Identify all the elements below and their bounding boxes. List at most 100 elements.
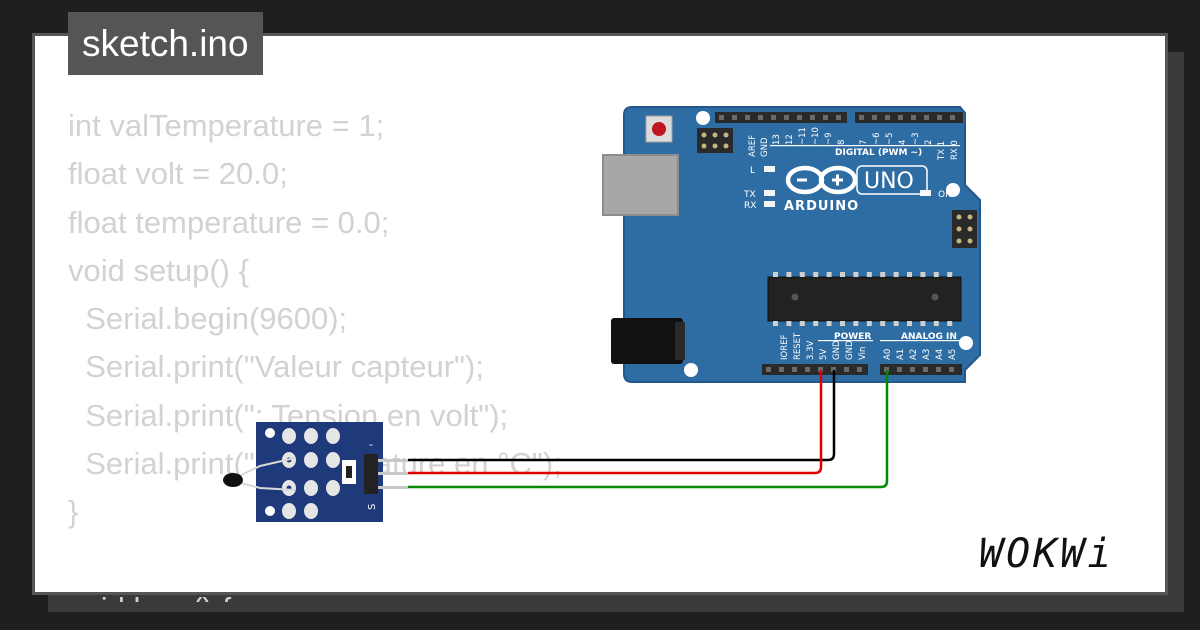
- chip-leg: [866, 272, 872, 277]
- sensor-pin: [378, 472, 408, 475]
- chip-leg: [920, 272, 926, 277]
- arduino-uno-board[interactable]: AREF GND 13 12 ~11 ~10 ~9 8 7 ~6 ~5 4 ~3…: [602, 106, 981, 383]
- sensor-pin: [378, 459, 408, 462]
- chip-leg: [933, 321, 939, 326]
- mounting-hole: [696, 111, 710, 125]
- digital-header-right[interactable]: [855, 112, 963, 123]
- digital-header-pins: [719, 115, 955, 120]
- bottom-header-pins: [766, 367, 954, 372]
- header-pin-hole: [936, 367, 941, 372]
- chip-leg: [786, 272, 792, 277]
- chip-leg: [933, 272, 939, 277]
- sensor-solder-pads: [282, 428, 340, 519]
- digital-section-label: DIGITAL (PWM ~): [835, 148, 922, 158]
- header-pin-hole: [719, 115, 724, 120]
- led-label-rx: RX: [744, 201, 756, 211]
- chip-leg: [799, 272, 805, 277]
- code-line: }: [68, 494, 79, 530]
- header-pin-hole: [885, 115, 890, 120]
- chip-leg: [786, 321, 792, 326]
- pin-label-a0: A0: [883, 349, 893, 360]
- power-pin-labels: IOREF RESET 3.3V 5V GND GND Vin A0 A1 A2…: [780, 332, 958, 360]
- digital-header-left[interactable]: [715, 112, 847, 123]
- model-badge: [856, 165, 928, 195]
- chip-leg: [907, 321, 912, 326]
- pin-label-10: ~10: [811, 127, 821, 145]
- analog-label-line: [880, 340, 962, 342]
- wire-ground[interactable]: [408, 370, 836, 462]
- code-line: float volt = 20.0;: [68, 156, 288, 192]
- model-label: UNO: [864, 169, 914, 194]
- wokwi-logo: WOKWi: [979, 531, 1111, 577]
- wire-power[interactable]: [408, 370, 823, 475]
- thermistor-lead: [232, 480, 296, 491]
- code-line: void setup() {: [68, 252, 249, 288]
- sensor-pin-header: [364, 454, 378, 494]
- icsp-header: [697, 128, 733, 153]
- pin-label-vin: Vin: [858, 347, 868, 360]
- led-tx: [764, 190, 775, 196]
- pin-label-rx0: RX 0: [950, 140, 960, 160]
- pin-label-5: ~5: [885, 132, 895, 145]
- header-pin-hole: [950, 115, 955, 120]
- led-label-on: ON: [938, 190, 952, 200]
- mounting-hole: [959, 336, 973, 350]
- pin-label-4: 4: [898, 140, 908, 145]
- chip-leg: [893, 272, 899, 277]
- sensor-label-signal: S: [367, 504, 378, 510]
- mounting-hole: [946, 183, 960, 197]
- power-jack: [611, 318, 683, 364]
- pin-label-reset: RESET: [793, 332, 803, 360]
- pin-label-5v: 5V: [819, 349, 829, 360]
- analog-section-label: ANALOG IN: [901, 332, 957, 342]
- chip-leg: [773, 321, 778, 326]
- pin-label-ioref: IOREF: [780, 335, 790, 360]
- sensor-pin: [378, 486, 408, 489]
- header-pin-hole: [831, 367, 836, 372]
- code-line: void loop() {: [68, 585, 828, 602]
- pin-label-9: ~9: [824, 132, 834, 145]
- chip-leg: [920, 321, 926, 326]
- chip-leg: [893, 321, 899, 326]
- header-pin-hole: [784, 115, 789, 120]
- analog-header[interactable]: [880, 364, 962, 375]
- pin-label-tx1: TX 1: [937, 141, 947, 161]
- file-tab[interactable]: sketch.ino: [68, 12, 263, 75]
- power-header[interactable]: [762, 364, 868, 375]
- header-pin-hole: [758, 115, 763, 120]
- chip-leg: [826, 272, 832, 277]
- pin-label-gnd: GND: [760, 137, 770, 157]
- pin-label-12: 12: [785, 134, 795, 145]
- usb-connector: [602, 154, 679, 216]
- brand-label: ARDUINO: [784, 199, 859, 214]
- header-pin-hole: [949, 367, 954, 372]
- thermistor-lead: [232, 457, 296, 480]
- chip-leg: [826, 321, 832, 326]
- pin-label-a5: A5: [948, 349, 958, 360]
- pin-label-13: 13: [772, 134, 782, 145]
- chip-leg: [866, 321, 872, 326]
- chip-leg: [840, 321, 845, 326]
- header-pin-hole: [766, 367, 771, 372]
- chip-leg: [813, 321, 819, 326]
- header-pin-hole: [884, 367, 889, 372]
- wire-signal[interactable]: [408, 370, 889, 489]
- header-pin-hole: [897, 367, 902, 372]
- pin-label-a3: A3: [922, 349, 932, 360]
- header-pin-hole: [872, 115, 877, 120]
- chip-leg: [907, 272, 912, 277]
- sensor-mounting-hole: [265, 506, 275, 516]
- led-rx: [764, 201, 775, 207]
- header-pin-hole: [923, 367, 928, 372]
- header-pin-hole: [859, 115, 864, 120]
- code-line: int valTemperature = 1;: [68, 108, 385, 143]
- chip-leg: [773, 272, 778, 277]
- header-pin-hole: [857, 367, 862, 372]
- temperature-sensor-module[interactable]: - S: [223, 422, 408, 522]
- reset-button[interactable]: [645, 115, 673, 143]
- pin-label-3: ~3: [911, 132, 921, 145]
- chip-leg: [813, 272, 819, 277]
- header-pin-hole: [792, 367, 797, 372]
- digital-label-line: [770, 145, 960, 147]
